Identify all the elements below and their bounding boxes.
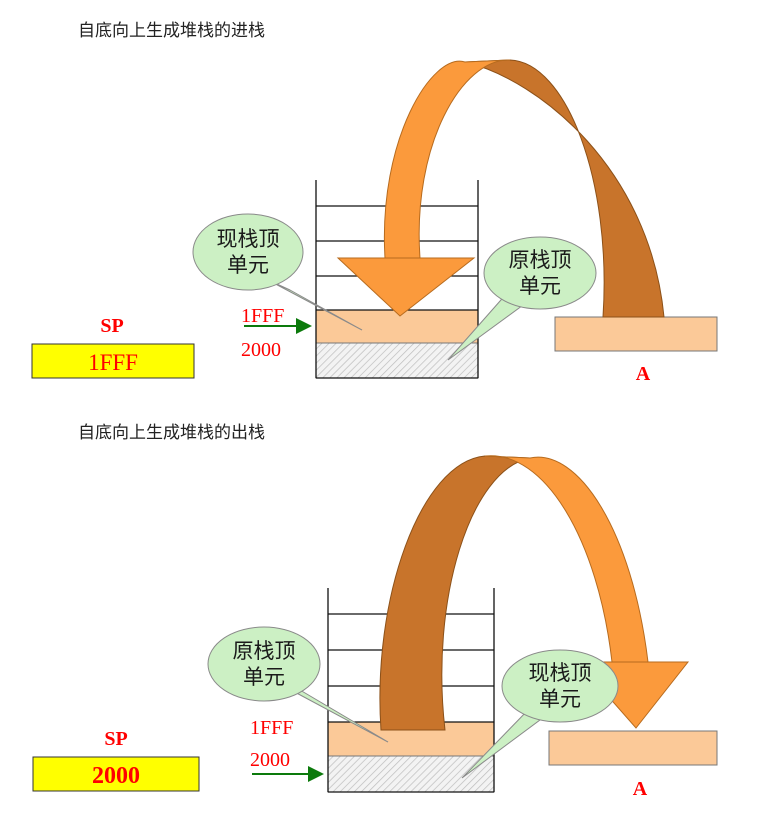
- pop-bubble-original-top: 原栈顶 单元: [207, 626, 389, 743]
- push-register-a-box: [554, 316, 718, 352]
- pop-sp-box: [32, 756, 200, 792]
- pop-bubble-current-top: 现栈顶 单元: [461, 649, 619, 779]
- push-caption: 自底向上生成堆栈的进栈: [78, 21, 265, 41]
- push-transfer-arrow: [336, 59, 665, 318]
- push-addr-2000: 2000: [241, 339, 281, 361]
- push-addr-1fff: 1FFF: [241, 305, 284, 327]
- pop-bubble-left-line1: 原栈顶: [233, 639, 296, 663]
- pop-caption: 自底向上生成堆栈的出栈: [78, 423, 265, 443]
- pop-register-a-box: [548, 730, 718, 766]
- push-sp-box: [31, 343, 195, 379]
- push-bubble-current-top: 现栈顶 单元: [192, 213, 363, 331]
- pop-bubble-right-line2: 单元: [539, 687, 581, 711]
- push-stack-bottom-cell: [315, 342, 479, 379]
- pop-sp-label: SP: [104, 728, 127, 750]
- push-stack-top-cell: [315, 309, 479, 344]
- push-bubble-right-line2: 单元: [519, 274, 561, 298]
- push-bubble-left-line2: 单元: [227, 253, 269, 277]
- push-bubble-left-line1: 现栈顶: [217, 227, 280, 251]
- pop-bubble-left-line2: 单元: [243, 665, 285, 689]
- push-sp-label: SP: [100, 315, 123, 337]
- pop-sp-value: 2000: [92, 763, 140, 789]
- pop-addr-1fff: 1FFF: [250, 717, 293, 739]
- pop-bubble-right-line1: 现栈顶: [529, 661, 592, 685]
- pop-addr-2000: 2000: [250, 749, 290, 771]
- push-panel: 自底向上生成堆栈的进栈 现栈顶 单元: [31, 21, 718, 385]
- push-sp-value: 1FFF: [88, 350, 138, 375]
- pop-register-a-label: A: [633, 778, 648, 800]
- push-register-a-label: A: [636, 363, 651, 385]
- pop-stack-bottom-cell: [327, 755, 495, 793]
- push-stack: [315, 180, 479, 379]
- push-bubble-right-line1: 原栈顶: [509, 248, 572, 272]
- pop-panel: 自底向上生成堆栈的出栈 原栈顶 单元: [32, 423, 718, 800]
- push-bubble-original-top: 原栈顶 单元: [447, 236, 597, 361]
